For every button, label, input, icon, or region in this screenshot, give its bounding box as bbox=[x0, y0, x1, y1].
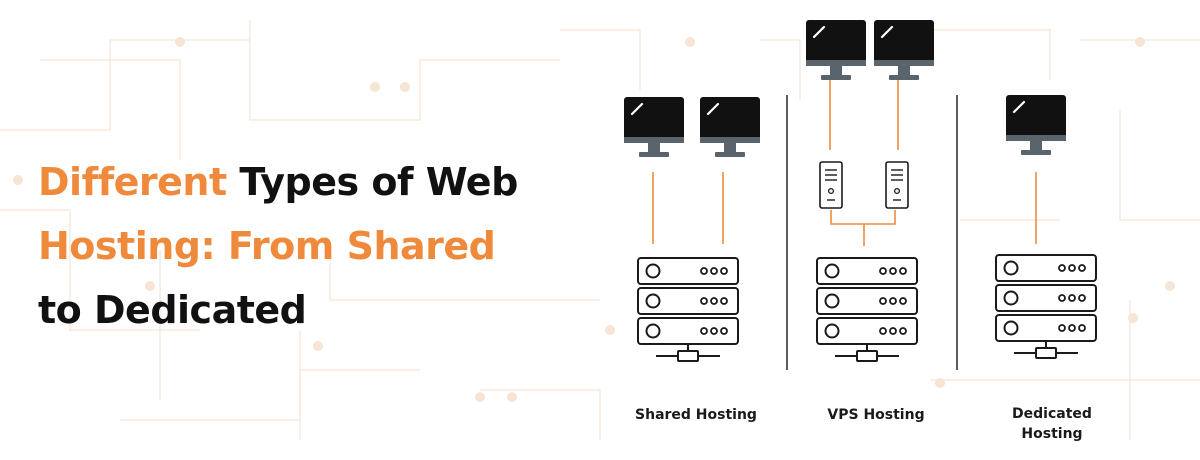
shared-hosting-group: Shared Hosting bbox=[622, 95, 762, 423]
server-rack-icon bbox=[816, 257, 918, 362]
title-line-1: Different Types of Web bbox=[38, 150, 618, 214]
vps-hosting-group: VPS Hosting bbox=[804, 18, 936, 423]
monitor-icon bbox=[622, 95, 686, 159]
monitor-icon bbox=[804, 18, 868, 82]
server-rack-icon bbox=[637, 257, 739, 362]
title-line-2: Hosting: From Shared bbox=[38, 224, 496, 268]
shared-hosting-label: Shared Hosting bbox=[635, 407, 757, 423]
title-line-1-rest: Types of Web bbox=[226, 160, 518, 204]
vps-server-icon bbox=[885, 161, 909, 209]
monitor-icon bbox=[698, 95, 762, 159]
vps-hosting-label: VPS Hosting bbox=[827, 407, 924, 423]
page-title: Different Types of Web Hosting: From Sha… bbox=[38, 150, 618, 342]
server-rack-icon bbox=[995, 254, 1097, 359]
vps-server-icon bbox=[819, 161, 843, 209]
title-highlight-different: Different bbox=[38, 160, 227, 204]
dedicated-hosting-group: Dedicated Hosting bbox=[995, 93, 1097, 442]
dedicated-hosting-label-line-1: Dedicated bbox=[1012, 406, 1092, 422]
dedicated-hosting-label-line-2: Hosting bbox=[1021, 426, 1082, 442]
vps-connector-3 bbox=[830, 210, 896, 246]
monitor-icon bbox=[1004, 93, 1068, 157]
monitor-icon bbox=[872, 18, 936, 82]
title-line-3: to Dedicated bbox=[38, 288, 307, 332]
